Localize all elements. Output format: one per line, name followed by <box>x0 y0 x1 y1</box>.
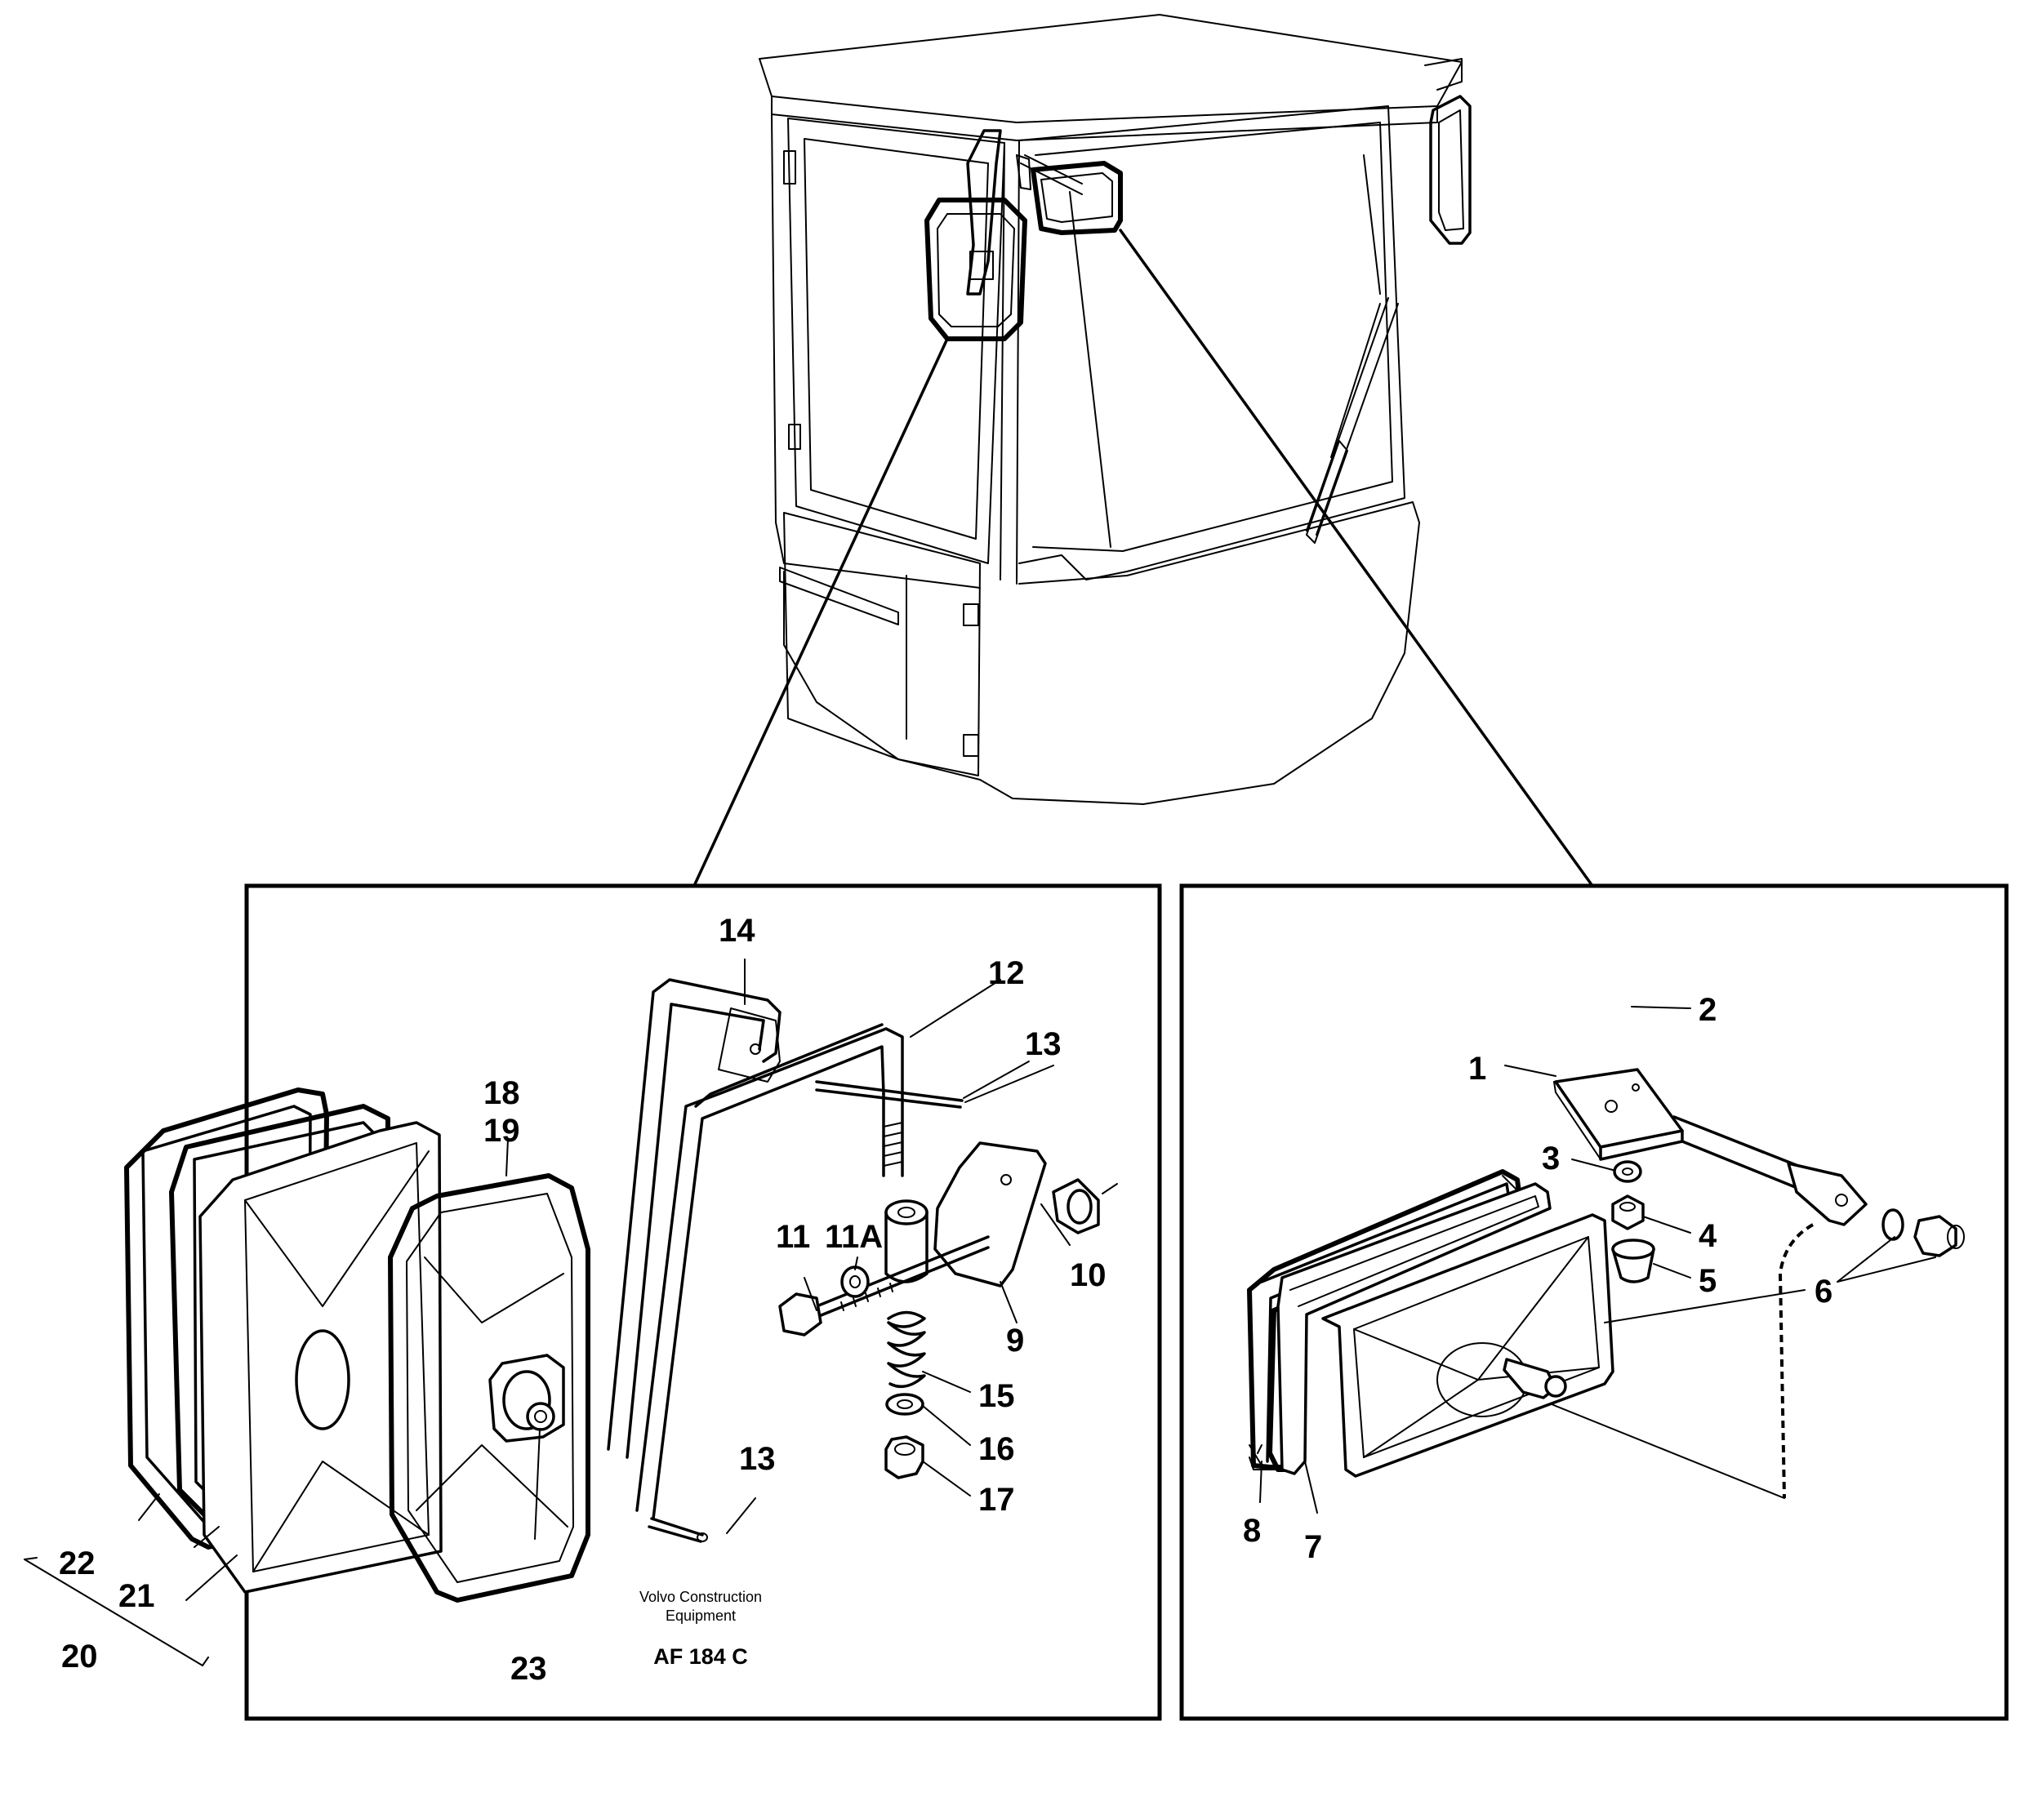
label-20: 20 <box>61 1639 98 1674</box>
credit-line-1: Volvo Construction <box>639 1589 762 1605</box>
label-9: 9 <box>1006 1323 1024 1359</box>
credit-line-2: Equipment <box>666 1608 736 1624</box>
label-7: 7 <box>1304 1529 1322 1565</box>
right-detail-panel: 2 1 3 4 5 6 8 7 <box>1179 883 2009 1721</box>
callout-lines <box>692 229 1594 887</box>
label-8: 8 <box>1243 1513 1261 1549</box>
label-11a: 11A <box>825 1219 883 1255</box>
left-detail-panel: 14 12 13 18 19 11 11A 10 9 15 16 13 17 2… <box>24 883 1162 1721</box>
label-4: 4 <box>1699 1218 1717 1254</box>
figure-code: AF 184 C <box>653 1644 748 1669</box>
label-23: 23 <box>510 1651 547 1687</box>
label-3: 3 <box>1542 1141 1560 1176</box>
label-14: 14 <box>719 913 755 949</box>
label-16: 16 <box>978 1431 1015 1467</box>
label-15: 15 <box>978 1378 1015 1414</box>
label-17: 17 <box>978 1482 1015 1518</box>
label-21: 21 <box>118 1578 155 1614</box>
label-6: 6 <box>1815 1274 1832 1310</box>
label-2: 2 <box>1699 992 1717 1028</box>
cab-overview <box>759 14 1472 805</box>
label-5: 5 <box>1699 1263 1717 1299</box>
label-1: 1 <box>1468 1051 1486 1087</box>
label-18: 18 <box>483 1075 520 1111</box>
label-12: 12 <box>988 955 1025 991</box>
label-13-lower: 13 <box>739 1441 776 1477</box>
label-13-upper: 13 <box>1025 1026 1062 1062</box>
label-10: 10 <box>1070 1257 1107 1293</box>
label-11: 11 <box>776 1219 810 1255</box>
label-19: 19 <box>483 1113 520 1149</box>
label-22: 22 <box>59 1545 96 1581</box>
